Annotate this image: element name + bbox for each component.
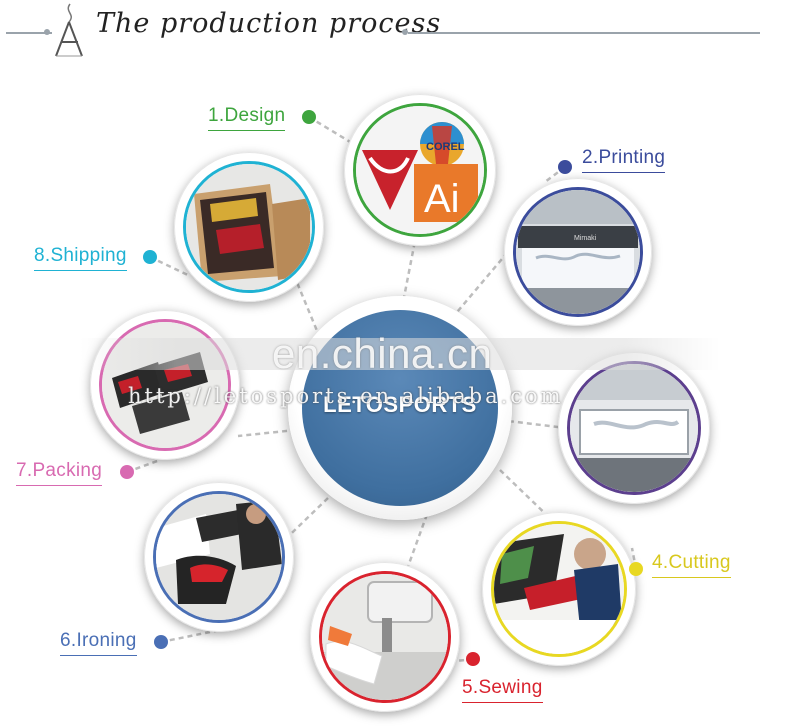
step-circle-transfer (558, 352, 710, 504)
step-dot-shipping (143, 250, 157, 264)
watermark-band (80, 338, 720, 370)
connector-ironing-spoke (267, 497, 329, 557)
step-dot-ironing (154, 635, 168, 649)
ironing-photo-frame (153, 491, 285, 623)
connector-printing-spoke (451, 219, 536, 319)
design-photo-frame: COREL Ai (353, 103, 487, 237)
watermark-url: http://letosports.en.alibaba.com (128, 384, 564, 408)
step-label-ironing: 6.Ironing (60, 630, 137, 656)
cutting-photo (494, 524, 624, 654)
shipping-photo-frame (183, 161, 315, 293)
step-circle-design: COREL Ai (344, 94, 496, 246)
step-dot-design (302, 110, 316, 124)
shipping-box-photo (186, 164, 312, 290)
printer-photo: Mimaki (516, 190, 640, 314)
center-hub-label: LETOSPORTS (323, 392, 477, 417)
step-label-design: 1.Design (208, 105, 286, 131)
connector-design-leader (308, 115, 381, 162)
step-circle-shipping (174, 152, 324, 302)
step-dot-printing (558, 160, 572, 174)
connector-sewing-spoke (404, 505, 432, 573)
header-rule-dot-right (402, 29, 408, 35)
page-title: The production process (96, 8, 442, 39)
step-label-printing: 2.Printing (582, 147, 666, 173)
heat-press-photo (570, 364, 698, 492)
ai-wordmark: Ai (424, 177, 460, 221)
step-circle-cutting (482, 512, 636, 666)
step-circle-printing: Mimaki (504, 178, 652, 326)
ironing-photo (156, 494, 282, 620)
connector-packing-spoke (237, 428, 297, 438)
step-dot-packing (120, 465, 134, 479)
step-circle-ironing (144, 482, 294, 632)
step-circle-sewing (310, 562, 460, 712)
cutting-photo-frame (491, 521, 627, 657)
header-rule-dot-left (44, 29, 50, 35)
connector-packing-leader (126, 458, 161, 474)
step-label-sewing: 5.Sewing (462, 677, 543, 703)
watermark-main: en.china.cn (272, 330, 493, 377)
step-dot-sewing (466, 652, 480, 666)
connector-shipping-leader (149, 255, 191, 278)
printing-photo-frame: Mimaki (513, 187, 643, 317)
header-rule-left (6, 32, 52, 34)
corel-wordmark: COREL (426, 141, 465, 153)
connector-ironing-leader (160, 628, 221, 644)
step-label-cutting: 4.Cutting (652, 552, 731, 578)
connector-shipping-spoke (294, 279, 322, 339)
sewing-machine-photo (322, 574, 448, 700)
step-label-packing: 7.Packing (16, 460, 103, 486)
step-dot-cutting (629, 562, 643, 576)
printer-brand: Mimaki (574, 235, 597, 242)
transfer-photo-frame (567, 361, 701, 495)
header-rule-right (408, 32, 760, 34)
brand-mark-icon (55, 3, 83, 57)
step-label-shipping: 8.Shipping (34, 245, 127, 271)
design-software-icon: COREL Ai (356, 106, 484, 234)
sewing-photo-frame (319, 571, 451, 703)
